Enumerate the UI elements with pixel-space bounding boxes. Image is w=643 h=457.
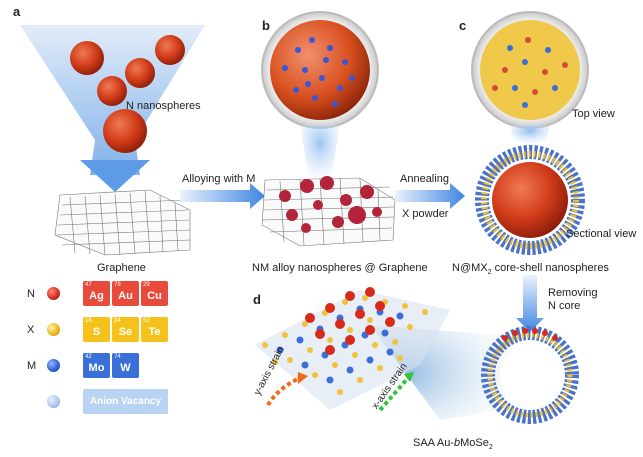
anion-vacancy-box: Anion Vacancy [83, 389, 168, 414]
arrow-alloying [180, 183, 265, 209]
spotlight-b [300, 125, 340, 185]
graphene-label: Graphene [97, 262, 146, 274]
arrow-removing [516, 275, 544, 332]
arrow-annealing [395, 183, 465, 209]
legend-letter-x: X [27, 324, 35, 336]
y-strain-arrowhead [298, 372, 308, 384]
graphene-sheet [54, 189, 191, 256]
panel-label-b: b [262, 18, 270, 33]
atomic-lattice [255, 287, 450, 410]
panel-label-d: d [253, 292, 261, 307]
alloy-sphere-large [270, 20, 370, 120]
n-nanospheres [70, 35, 185, 153]
yellow-ball-icon [47, 323, 60, 336]
alloying-label: Alloying with M [182, 173, 256, 185]
panel-label-c: c [459, 18, 467, 33]
single-atom-sites [502, 328, 558, 341]
core-shell-sphere [475, 145, 585, 255]
x-strain-arrow [378, 376, 410, 412]
x-strain-arrowhead [404, 372, 414, 382]
sectional-view-label: Sectional view [566, 228, 637, 240]
shell-dots-top [492, 37, 568, 108]
nm-alloy-label: NM alloy nanospheres @ Graphene [252, 262, 428, 274]
m-atoms-on-sphere [282, 37, 355, 107]
panel-label-a: a [13, 4, 21, 19]
hollow-nanoshell [481, 326, 579, 424]
blue-ball-icon [47, 359, 60, 372]
y-strain-arrow [266, 376, 301, 407]
saa-label: SAA Au-bMoSe2 [413, 437, 493, 452]
n-nanospheres-label: N nanospheres [126, 100, 201, 112]
annealing-label: Annealing [400, 173, 449, 185]
top-view-label: Top view [572, 108, 615, 120]
spotlight-c [510, 125, 550, 145]
x-powder-label: X powder [402, 208, 449, 220]
legend-letter-m: M [27, 360, 37, 372]
red-ball-icon [47, 287, 60, 300]
alloy-nanospheres [279, 176, 382, 233]
funnel-arrow-tip [80, 160, 150, 192]
core-shell-label: N@MX2 core-shell nanospheres [452, 262, 609, 277]
vacancy-ball-icon [47, 395, 60, 408]
top-view-sphere [480, 20, 580, 120]
legend-letter-n: N [27, 288, 35, 300]
